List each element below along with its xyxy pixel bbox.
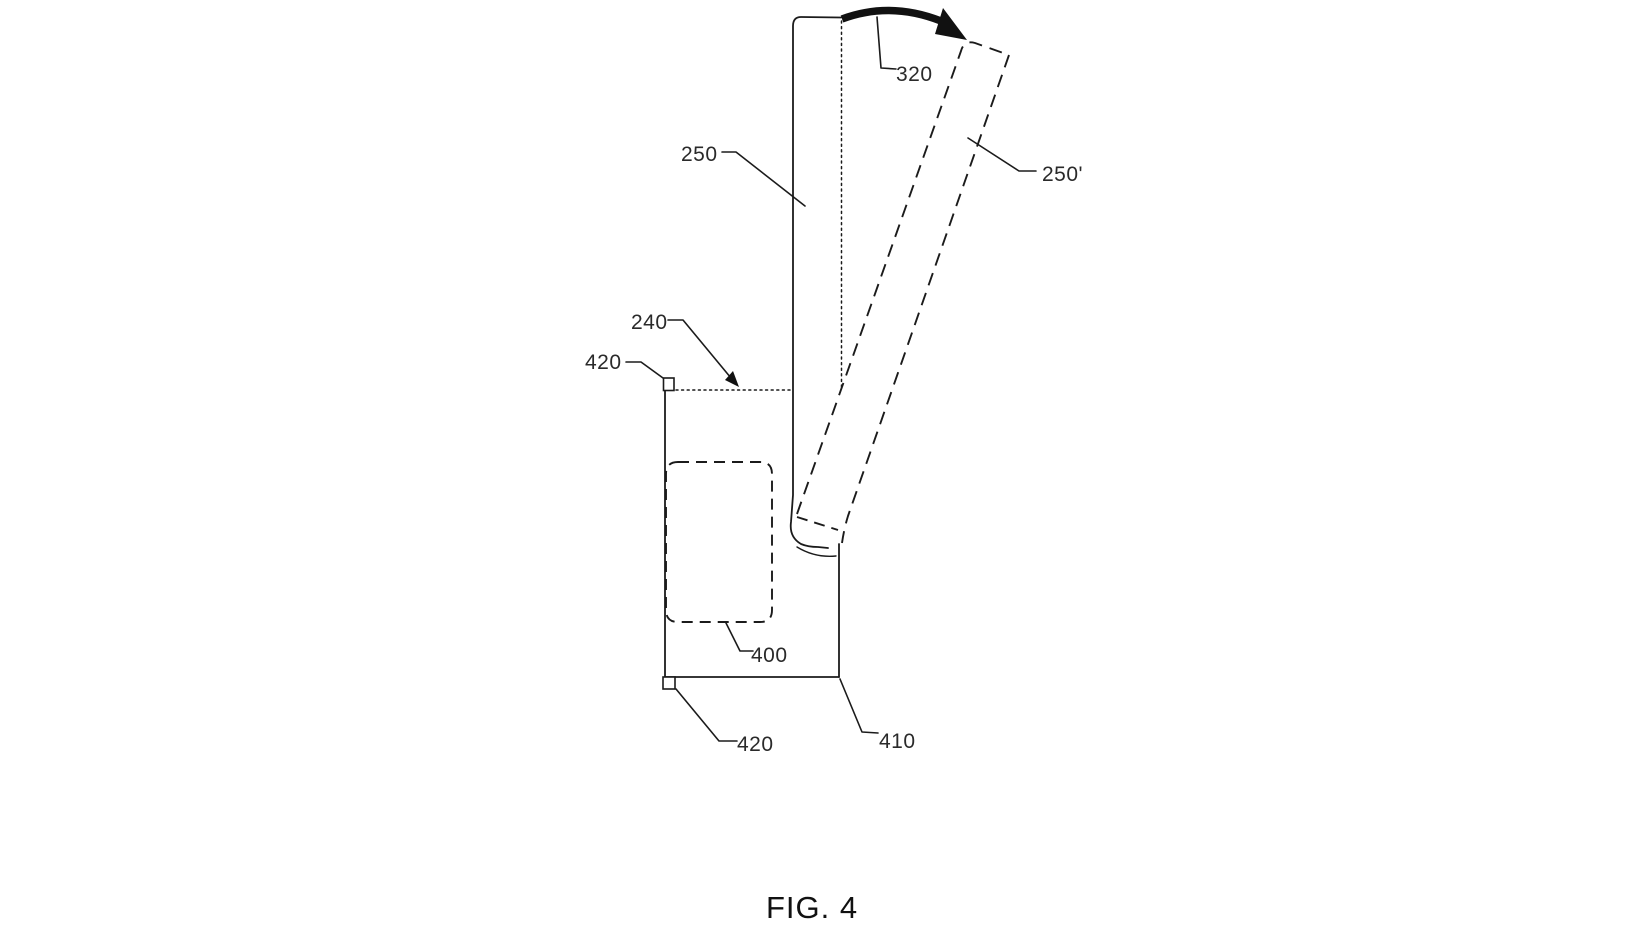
leader-240 — [667, 319, 732, 379]
label-410: 410 — [879, 730, 916, 753]
label-320: 320 — [896, 63, 933, 86]
fastener-top-square — [662, 377, 675, 392]
leader-lines — [625, 16, 1037, 742]
panel-rotated-250p-left-edge — [796, 41, 1010, 515]
leader-240-arrowhead — [725, 371, 739, 387]
label-250-prime: 250' — [1042, 163, 1083, 186]
rotation-arrow-320 — [840, 6, 967, 40]
label-400: 400 — [751, 644, 788, 667]
reference-numerals: 250 250' 320 240 420 420 400 410 — [585, 63, 1083, 756]
inner-pocket-400-outline — [665, 461, 773, 623]
label-250: 250 — [681, 143, 718, 166]
rotation-arrow-shaft — [840, 6, 943, 25]
fastener-bottom-square — [662, 676, 676, 690]
panel-rotated-250p-bottom-edge — [796, 516, 839, 531]
label-420-bottom: 420 — [737, 733, 774, 756]
panel-rotated-250p-right-edge — [841, 54, 1010, 544]
label-240: 240 — [631, 311, 668, 334]
leader-250p — [967, 137, 1037, 172]
panel-250-outline — [789, 16, 843, 557]
figure-caption: FIG. 4 — [766, 890, 858, 925]
panel-250-left-and-top-edge — [789, 16, 842, 549]
base-240-outline — [664, 389, 840, 678]
panel-rotated-250p-outline — [796, 41, 1010, 544]
leader-410 — [839, 678, 879, 734]
inner-pocket-400-rect — [665, 461, 773, 623]
label-420-top: 420 — [585, 351, 622, 374]
leader-420-bottom — [675, 688, 738, 742]
rotation-arrow-head — [935, 8, 967, 40]
leader-400 — [725, 622, 754, 652]
leader-250 — [721, 151, 806, 207]
leader-320 — [876, 16, 897, 70]
leader-420-top — [625, 361, 664, 379]
panel-250-foot-curve — [796, 546, 837, 557]
